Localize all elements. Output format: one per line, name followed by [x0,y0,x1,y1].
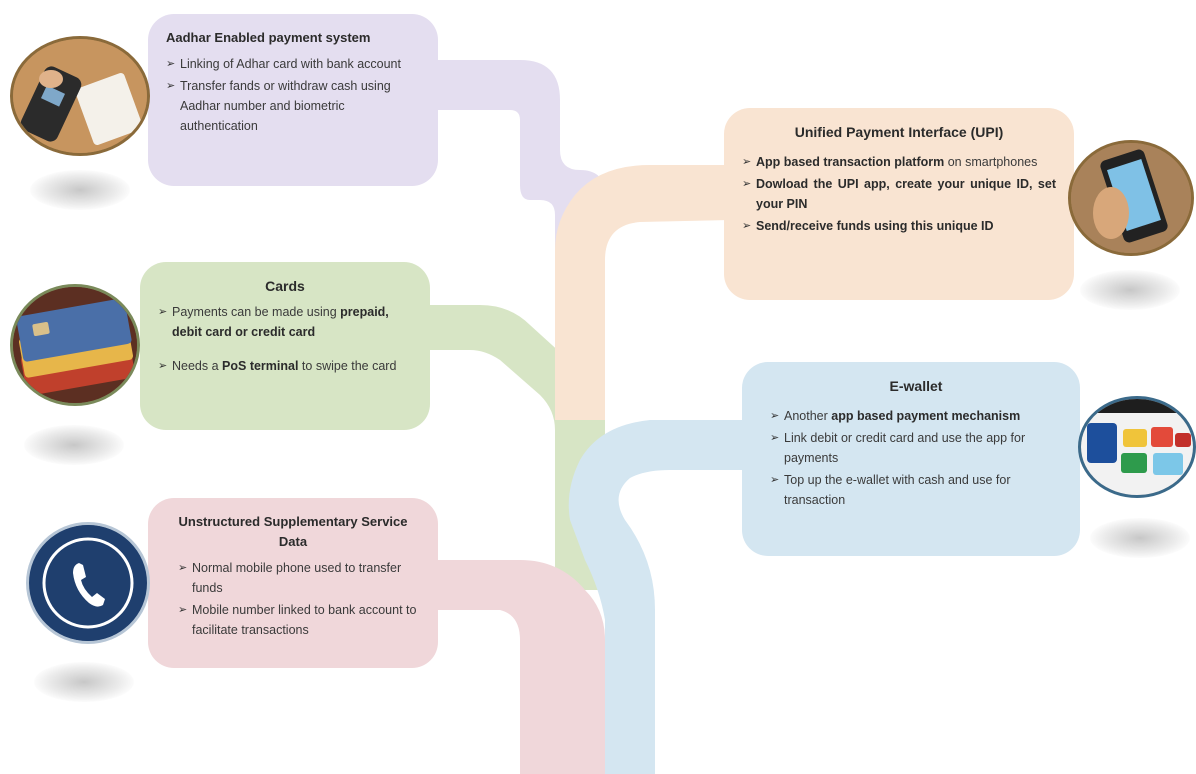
ewallet-point-2: Link debit or credit card and use the ap… [770,428,1062,468]
cards-point-2-bold: PoS terminal [222,359,299,373]
upi-point-1-text: on smartphones [944,155,1038,169]
ussd-points: Normal mobile phone used to transfer fun… [166,558,420,640]
upi-point-1: App based transaction platform on smartp… [742,152,1056,172]
cards-photo-shadow [24,425,124,465]
ewallet-apps-icon [1081,399,1193,495]
ussd-photo-shadow [34,662,134,702]
cards-points: Payments can be made using prepaid, debi… [158,302,412,376]
ussd-point-2: Mobile number linked to bank account to … [178,600,420,640]
cards-photo [10,284,140,406]
upi-card: Unified Payment Interface (UPI) App base… [724,108,1074,300]
ewallet-point-3: Top up the e-wallet with cash and use fo… [770,470,1062,510]
upi-point-3: Send/receive funds using this unique ID [742,216,1056,236]
ewallet-photo [1078,396,1196,498]
cards-point-1: Payments can be made using prepaid, debi… [158,302,412,342]
upi-point-2: Dowload the UPI app, create your unique … [742,174,1056,214]
upi-point-1-bold: App based transaction platform [756,155,945,169]
aeps-points: Linking of Adhar card with bank account … [166,54,420,136]
upi-photo-shadow [1080,270,1180,310]
ewallet-photo-shadow [1090,518,1190,558]
ewallet-point-1-bold: app based payment mechanism [831,409,1021,423]
credit-cards-icon [13,287,137,403]
cards-point-2-text-end: to swipe the card [298,359,397,373]
telephone-handset-icon [30,525,146,641]
upi-points: App based transaction platform on smartp… [742,152,1056,236]
ussd-photo [26,522,150,644]
cards-point-1-text: Payments can be made using [172,305,341,319]
cards-point-2-text: Needs a [172,359,223,373]
ussd-card: Unstructured Supplementary Service Data … [148,498,438,668]
aeps-point-1: Linking of Adhar card with bank account [166,54,420,74]
aeps-card: Aadhar Enabled payment system Linking of… [148,14,438,186]
aeps-photo [10,36,150,156]
cards-point-1-bold: prepaid, debit card or credit card [172,305,389,339]
upi-point-2-bold: Dowload the UPI app, create your unique … [756,177,1056,211]
cards-title: Cards [265,278,305,294]
ussd-title: Unstructured Supplementary Service Data [178,514,408,549]
ewallet-title: E-wallet [889,378,943,394]
ewallet-point-1: Another app based payment mechanism [770,406,1062,426]
upi-title: Unified Payment Interface (UPI) [794,124,1004,140]
upi-point-3-bold: Send/receive funds using this unique ID [756,219,994,233]
ewallet-card: E-wallet Another app based payment mecha… [742,362,1080,556]
card-reader-fingerprint-icon [13,39,147,153]
aeps-title: Aadhar Enabled payment system [166,30,371,45]
smartphone-icon [1071,143,1191,253]
ewallet-point-1-text: Another [784,409,832,423]
upi-photo [1068,140,1194,256]
ussd-point-1: Normal mobile phone used to transfer fun… [178,558,420,598]
cards-point-2: Needs a PoS terminal to swipe the card [158,356,412,376]
upi-ribbon [555,165,730,420]
ussd-ribbon [430,560,605,774]
aeps-point-2: Transfer fands or withdraw cash using Aa… [166,76,420,136]
ewallet-points: Another app based payment mechanism Link… [770,406,1062,510]
cards-card: Cards Payments can be made using prepaid… [140,262,430,430]
aeps-photo-shadow [30,170,130,210]
ewallet-ribbon [568,420,750,774]
